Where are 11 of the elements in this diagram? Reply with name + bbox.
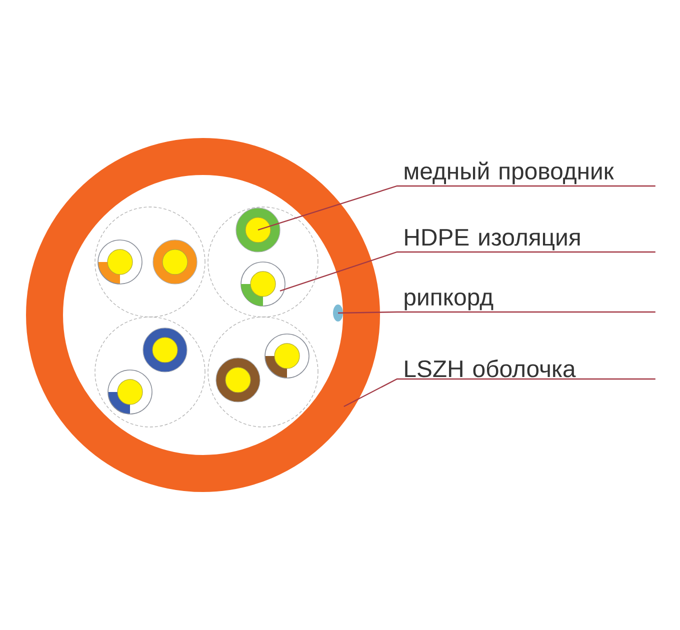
callout-label: LSZH оболочка <box>405 360 576 378</box>
leader-line <box>258 185 656 231</box>
callout-label: медный проводник <box>404 162 614 184</box>
ripcord <box>333 304 343 322</box>
leader-line <box>338 311 656 314</box>
leader-line <box>344 378 656 408</box>
leader-line <box>280 251 656 292</box>
copper-conductor <box>245 217 271 243</box>
callout-label: HDPE изоляция <box>405 229 580 250</box>
insulated-wire <box>240 262 286 306</box>
callout-label: рипкорд <box>404 292 494 310</box>
